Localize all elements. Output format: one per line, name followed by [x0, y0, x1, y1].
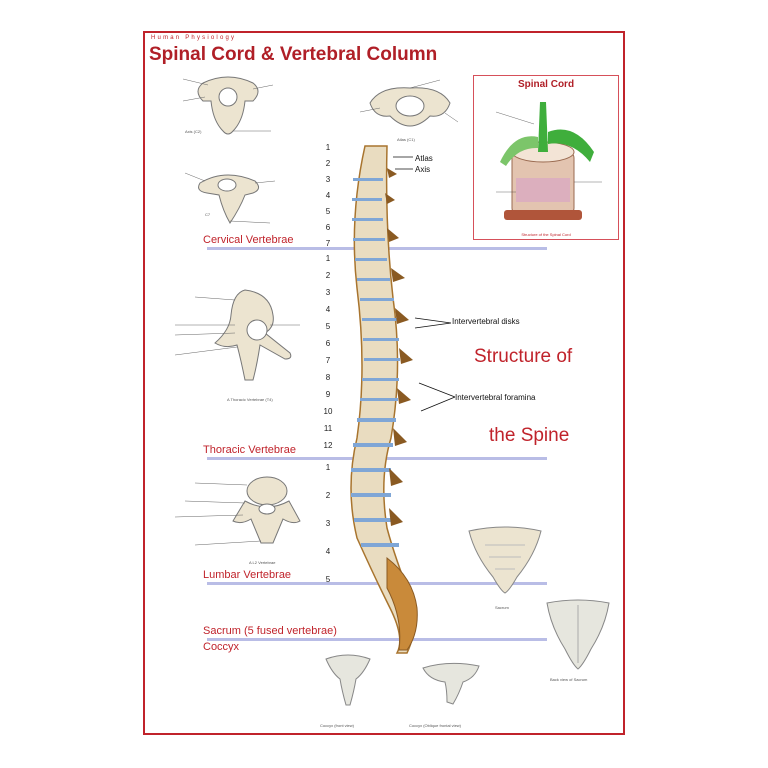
disk: [357, 418, 396, 422]
callout-atlas: Atlas: [415, 154, 433, 163]
t4-illustration: [175, 285, 305, 385]
atlas-c1-caption: Atlas (C1): [397, 137, 415, 142]
callout-intervertebral-disks: Intervertebral disks: [452, 317, 520, 326]
sacrum-coccyx-shape: [386, 556, 418, 651]
section-thoracic: Thoracic Vertebrae: [203, 444, 296, 456]
number-t4: 4: [325, 305, 331, 314]
number-c4: 4: [325, 191, 331, 200]
c7-caption: C7: [205, 212, 211, 217]
number-t3: 3: [325, 288, 331, 297]
disk: [355, 258, 387, 261]
callout-leader-lines: [393, 156, 456, 412]
axis-c2-caption: Axis (C2): [185, 129, 202, 134]
number-l2: 2: [325, 491, 331, 500]
number-t2: 2: [325, 271, 331, 280]
number-c6: 6: [325, 223, 331, 232]
number-l5: 5: [325, 575, 331, 584]
disk: [353, 178, 383, 181]
intervertebral-disks: [351, 178, 400, 547]
coccyx-front-illustration: [325, 654, 371, 706]
sacrum-caption: Sacrum: [495, 605, 509, 610]
poster-title: Spinal Cord & Vertebral Column: [149, 44, 438, 65]
callout-axis: Axis: [415, 165, 431, 174]
coccyx-front-caption: Coccyx (front view): [320, 723, 355, 728]
t4-caption: A Thoracic Vertebrae (T4): [227, 397, 273, 402]
number-t12: 12: [323, 441, 333, 450]
number-c5: 5: [325, 207, 331, 216]
number-c1: 1: [325, 143, 331, 152]
disk: [364, 358, 400, 361]
axis-c2-illustration: [183, 71, 273, 151]
disk: [353, 238, 385, 241]
number-t9: 9: [325, 390, 331, 399]
c7-illustration: [185, 163, 275, 228]
l2-caption: A L2 Vertebrae: [249, 560, 276, 565]
disk: [352, 198, 382, 201]
number-t11: 11: [323, 424, 333, 433]
sacrum-guide-bar: [207, 638, 547, 641]
sacrum-back-caption: Back view of Sacrum: [550, 677, 588, 682]
disk: [362, 318, 397, 321]
number-t7: 7: [325, 356, 331, 365]
disk: [363, 338, 399, 341]
callout-intervertebral-foramina: Intervertebral foramina: [455, 393, 536, 402]
headline-line2: the Spine: [489, 425, 570, 446]
disk: [351, 468, 391, 472]
sacrum-back-illustration: [546, 599, 610, 670]
number-l4: 4: [325, 547, 331, 556]
section-sacrum: Sacrum (5 fused vertebrae): [203, 625, 337, 637]
l2-illustration: [175, 473, 305, 558]
disk: [351, 493, 391, 497]
number-t10: 10: [323, 407, 333, 416]
section-lumbar: Lumbar Vertebrae: [203, 569, 292, 581]
number-t8: 8: [325, 373, 331, 382]
spinous-processes: [385, 168, 413, 526]
number-l3: 3: [325, 519, 331, 528]
lumbar-guide-bar: [207, 582, 547, 585]
number-t1: 1: [325, 254, 331, 263]
section-cervical: Cervical Vertebrae: [203, 234, 294, 246]
headline-line1: Structure of: [474, 346, 573, 367]
disk: [360, 298, 394, 301]
number-l1: 1: [325, 463, 331, 472]
spinal-cord-cross-section: [495, 102, 602, 220]
disk: [354, 518, 394, 522]
disk: [357, 278, 390, 281]
number-c7: 7: [325, 239, 331, 248]
coccyx-oblique-caption: Coccyx (Oblique frontal view): [409, 723, 462, 728]
inset-title: Spinal Cord: [517, 79, 575, 90]
disk: [353, 443, 393, 447]
sacrum-front-illustration: [468, 526, 542, 594]
atlas-c1-illustration: [360, 78, 460, 138]
number-t6: 6: [325, 339, 331, 348]
poster-kicker: Human Physiology: [151, 35, 237, 41]
number-c2: 2: [325, 159, 331, 168]
disk: [362, 378, 399, 381]
number-c3: 3: [325, 175, 331, 184]
poster: Human Physiology Spinal Cord & Vertebral…: [143, 31, 625, 735]
spinal-cord-inset: Spinal Cord Structure of the Spinal Cord: [473, 75, 619, 240]
disk: [352, 218, 383, 221]
coccyx-oblique-illustration: [422, 662, 480, 705]
section-coccyx: Coccyx: [203, 641, 240, 653]
spine-illustration: [350, 145, 418, 654]
inset-caption: Structure of the Spinal Cord: [521, 232, 571, 237]
disk: [361, 543, 399, 547]
disk: [360, 398, 398, 401]
number-t5: 5: [325, 322, 331, 331]
